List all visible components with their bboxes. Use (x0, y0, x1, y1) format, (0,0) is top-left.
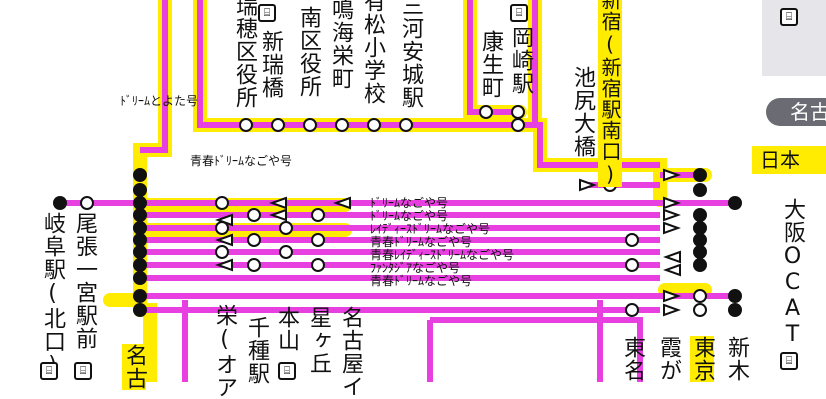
route-label-fantasia: ﾌｧﾝﾀｼﾞｱなごや号 (370, 261, 461, 275)
station-label-arimatsu: 有松小学校 (360, 0, 385, 105)
bus-stop-icon: ⌸ (780, 352, 798, 370)
station-label-tokyo: 東京 (690, 336, 715, 382)
station-label-shinjuku: 新宿(新宿駅南口) (598, 0, 622, 187)
bus-stop-icon: ⌸ (40, 362, 58, 380)
route-label-dream-1: ﾄﾞﾘｰﾑなごや号 (370, 196, 449, 210)
panel-subtitle: 日本 (752, 146, 826, 174)
route-label-ladies: ﾚｲﾃﾞｨｰｽﾄﾞﾘｰﾑなごや号 (370, 222, 491, 236)
bus-stop-icon: ⌸ (510, 4, 528, 22)
station-label-nagoyaic: 名古屋イ (338, 306, 363, 398)
station-label-osaka: 大阪OCAT (780, 198, 805, 348)
station-label-kasumi: 霞が (656, 336, 681, 382)
route-label-dream-2: ﾄﾞﾘｰﾑなごや号 (370, 209, 449, 223)
station-label-shinki: 新木 (724, 336, 749, 382)
bus-stop-icon: ⌸ (258, 4, 276, 22)
station-label-mikawa: 三河安城駅 (398, 0, 423, 109)
station-label-okazaki: 岡崎駅 (508, 26, 533, 95)
bus-stop-icon: ⌸ (278, 362, 296, 380)
station-label-gifu: 岐阜駅(北口) (40, 212, 65, 379)
route-map (53, 0, 742, 382)
route-label-seishun-2: 青春ﾄﾞﾘｰﾑなごや号 (370, 235, 473, 249)
station-label-narumi: 鳴海栄町 (328, 0, 353, 90)
station-label-ikejiri: 池尻大橋 (570, 66, 595, 158)
station-label-chikusa: 千種駅 (244, 316, 269, 385)
route-label-seishun-3: 青春ﾄﾞﾘｰﾑなごや号 (370, 274, 473, 288)
route-label-seishun-ladies: 青春ﾚｲﾃﾞｨｰｽﾄﾞﾘｰﾑなごや号 (370, 248, 515, 262)
route-label-toyota: ﾄﾞﾘｰﾑとよた号 (120, 94, 199, 108)
legend-panel: ⌸ (762, 0, 826, 76)
station-label-meitetsu: 名古 (122, 344, 147, 390)
station-label-motoyama: 本山 (274, 306, 299, 352)
station-label-hoshigaoka: 星ヶ丘 (306, 306, 331, 375)
bus-stop-icon: ⌸ (74, 362, 92, 380)
panel-title: 名古 (766, 98, 826, 126)
station-label-sakae: 栄(オア (212, 304, 237, 399)
route-label-seishun-1: 青春ﾄﾞﾘｰﾑなごや号 (190, 154, 293, 168)
station-label-owari: 尾張一宮駅前 (72, 212, 97, 350)
bus-stop-icon: ⌸ (780, 8, 798, 26)
station-label-tomei: 東名 (620, 336, 645, 382)
station-label-mizuho: 瑞穂区役所 (232, 0, 257, 109)
station-label-kouseicho: 康生町 (478, 30, 503, 99)
station-label-shinmizuho: 新瑞橋 (258, 30, 283, 99)
station-label-minamiku: 南区役所 (296, 6, 321, 98)
